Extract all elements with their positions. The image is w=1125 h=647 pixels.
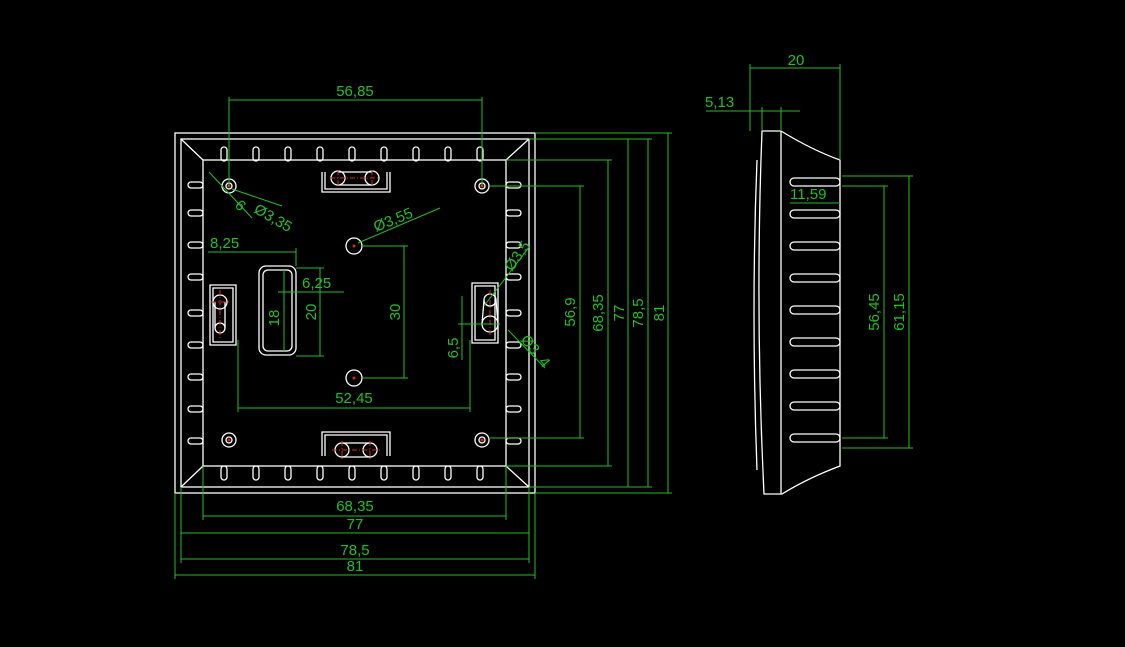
side-fin xyxy=(789,433,841,443)
dim-slot-offset: 8,25 xyxy=(210,235,239,252)
dim-61-15: 61,15 xyxy=(891,293,908,331)
vent-slot xyxy=(444,146,452,162)
keyhole-bottom xyxy=(321,431,391,459)
dim-slot-18: 18 xyxy=(266,310,283,327)
dim-right-4: 4 xyxy=(535,354,553,371)
front-dimension-labels: 56,85 Ø3,35 6 Ø3,55 8,25 6,25 18 20 30 Ø… xyxy=(210,83,668,575)
dim-slot-20: 20 xyxy=(303,304,320,321)
keyhole-top xyxy=(321,170,391,193)
vent-slot xyxy=(316,146,324,162)
dia-right-small: Ø3 xyxy=(517,332,543,358)
vent-slot xyxy=(187,209,204,217)
vent-slot xyxy=(284,465,292,481)
vent-slot xyxy=(316,465,324,481)
vent-slot xyxy=(380,465,388,481)
dim-v-68-35: 68,35 xyxy=(590,294,607,332)
vent-slot xyxy=(505,437,522,445)
dim-v-56-9: 56,9 xyxy=(562,297,579,326)
vent-slot xyxy=(187,241,204,249)
keyhole-right xyxy=(471,282,500,344)
dim-h-68-35: 68,35 xyxy=(336,498,374,515)
side-fins xyxy=(789,177,841,443)
dim-depth-20: 20 xyxy=(788,52,805,69)
vent-slot xyxy=(348,465,356,481)
dim-h-81: 81 xyxy=(347,558,364,575)
vent-slot xyxy=(505,309,522,317)
vent-slot xyxy=(505,373,522,381)
side-fin xyxy=(789,209,841,219)
dim-v-77: 77 xyxy=(611,305,628,322)
side-fin xyxy=(789,273,841,283)
dim-v-81: 81 xyxy=(651,305,668,322)
vent-slot xyxy=(252,465,260,481)
dim-h-77: 77 xyxy=(347,516,364,533)
vent-slots xyxy=(187,146,522,481)
vent-slot xyxy=(505,209,522,217)
vent-slot xyxy=(476,465,484,481)
vent-slot xyxy=(505,341,522,349)
vent-slot xyxy=(412,465,420,481)
vent-slot xyxy=(505,241,522,249)
vent-slot xyxy=(505,181,522,189)
side-dimension-labels: 20 5,13 11,59 56,45 61,15 xyxy=(705,52,908,331)
vent-slot xyxy=(187,405,204,413)
dia-small-hole: Ø3,35 xyxy=(251,201,295,236)
vent-slot xyxy=(380,146,388,162)
side-fin xyxy=(789,369,841,379)
vent-slot xyxy=(348,146,356,162)
vent-slot xyxy=(187,309,204,317)
vent-slot xyxy=(187,437,204,445)
dim-right-6-5: 6,5 xyxy=(445,338,462,359)
dia-center-hole: Ø3,55 xyxy=(371,205,415,236)
side-profile xyxy=(753,130,841,495)
vent-slot xyxy=(284,146,292,162)
vent-slot xyxy=(220,465,228,481)
dim-56-45: 56,45 xyxy=(866,293,883,331)
dim-h-78-5: 78,5 xyxy=(340,542,369,559)
vent-slot xyxy=(412,146,420,162)
vent-slot xyxy=(476,146,484,162)
side-fin xyxy=(789,337,841,347)
side-view: 20 5,13 11,59 56,45 61,15 xyxy=(705,52,913,495)
dim-5-13: 5,13 xyxy=(705,94,734,111)
dim-vertical-30: 30 xyxy=(387,304,404,321)
vent-slot xyxy=(187,273,204,281)
dim-v-78-5: 78,5 xyxy=(630,298,647,327)
vent-slot xyxy=(444,465,452,481)
vent-slot xyxy=(252,146,260,162)
side-dimension-lines xyxy=(706,64,913,449)
vent-slot xyxy=(220,146,228,162)
front-view: 56,85 Ø3,35 6 Ø3,55 8,25 6,25 18 20 30 Ø… xyxy=(174,83,672,579)
front-dimension-lines xyxy=(174,97,672,579)
keyhole-left xyxy=(209,284,237,346)
vent-slot xyxy=(187,341,204,349)
dim-slot-width: 6,25 xyxy=(302,275,331,292)
dim-11-59: 11,59 xyxy=(790,186,826,203)
vent-slot xyxy=(505,405,522,413)
side-fin xyxy=(789,401,841,411)
side-fin xyxy=(789,305,841,315)
dim-holes-top: 56,85 xyxy=(336,83,374,100)
side-fin xyxy=(789,241,841,251)
center-slot xyxy=(258,265,297,356)
vent-slot xyxy=(187,181,204,189)
side-fin xyxy=(789,177,841,187)
vent-slot xyxy=(187,373,204,381)
dim-horizontal-52-45: 52,45 xyxy=(335,390,373,407)
